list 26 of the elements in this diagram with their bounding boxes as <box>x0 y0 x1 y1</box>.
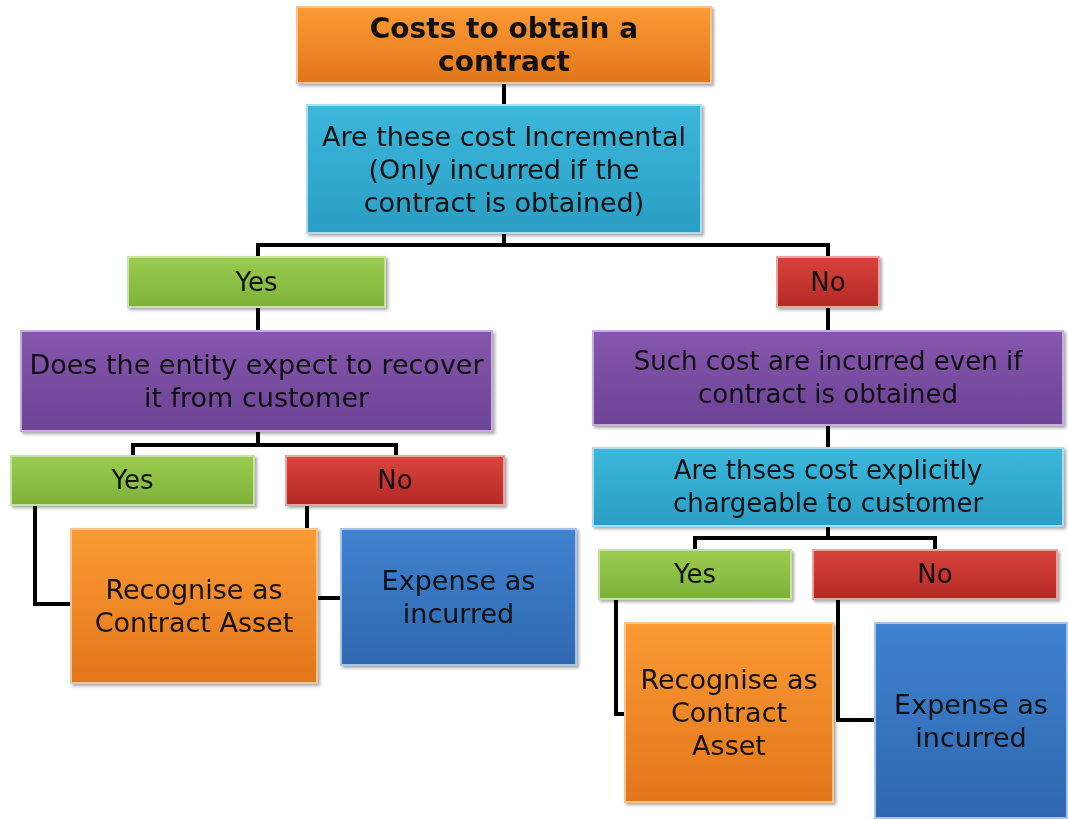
connector-line <box>256 432 398 455</box>
flowchart-box: Are these cost Incremental (Only incurred if the contract is obtained) <box>306 104 702 234</box>
connector-line <box>826 426 830 447</box>
flowchart-box: Yes <box>10 455 255 506</box>
flowchart-box: Does the entity expect to recover it from customer <box>20 330 493 432</box>
flowchart-box: Yes <box>127 256 386 308</box>
flowchart-box: Recognise as Contract Asset <box>70 528 318 684</box>
flowchart-box: Yes <box>598 549 792 600</box>
connector-line <box>33 506 70 606</box>
connector-line <box>305 506 309 528</box>
flowchart-box: Costs to obtain a contract <box>296 6 712 84</box>
flowchart-box: No <box>776 256 880 308</box>
flowchart-box: Recognise as Contract Asset <box>624 622 834 803</box>
flowchart-box: No <box>285 455 505 506</box>
connector-line <box>256 308 260 330</box>
connector-line <box>502 84 506 104</box>
connector-line <box>614 600 624 716</box>
flowchart-box: Are thses cost explicitly chargeable to customer <box>592 447 1064 527</box>
flowchart-box: No <box>812 549 1058 600</box>
connector-line <box>502 234 830 256</box>
flowchart-box: Such cost are incurred even if contract is obtained <box>592 330 1064 426</box>
flowchart-box: Expense as incurred <box>340 528 577 666</box>
connector-line <box>318 596 340 600</box>
connector-line <box>836 600 874 722</box>
flowchart-box: Expense as incurred <box>874 622 1068 819</box>
connector-line <box>826 308 830 330</box>
